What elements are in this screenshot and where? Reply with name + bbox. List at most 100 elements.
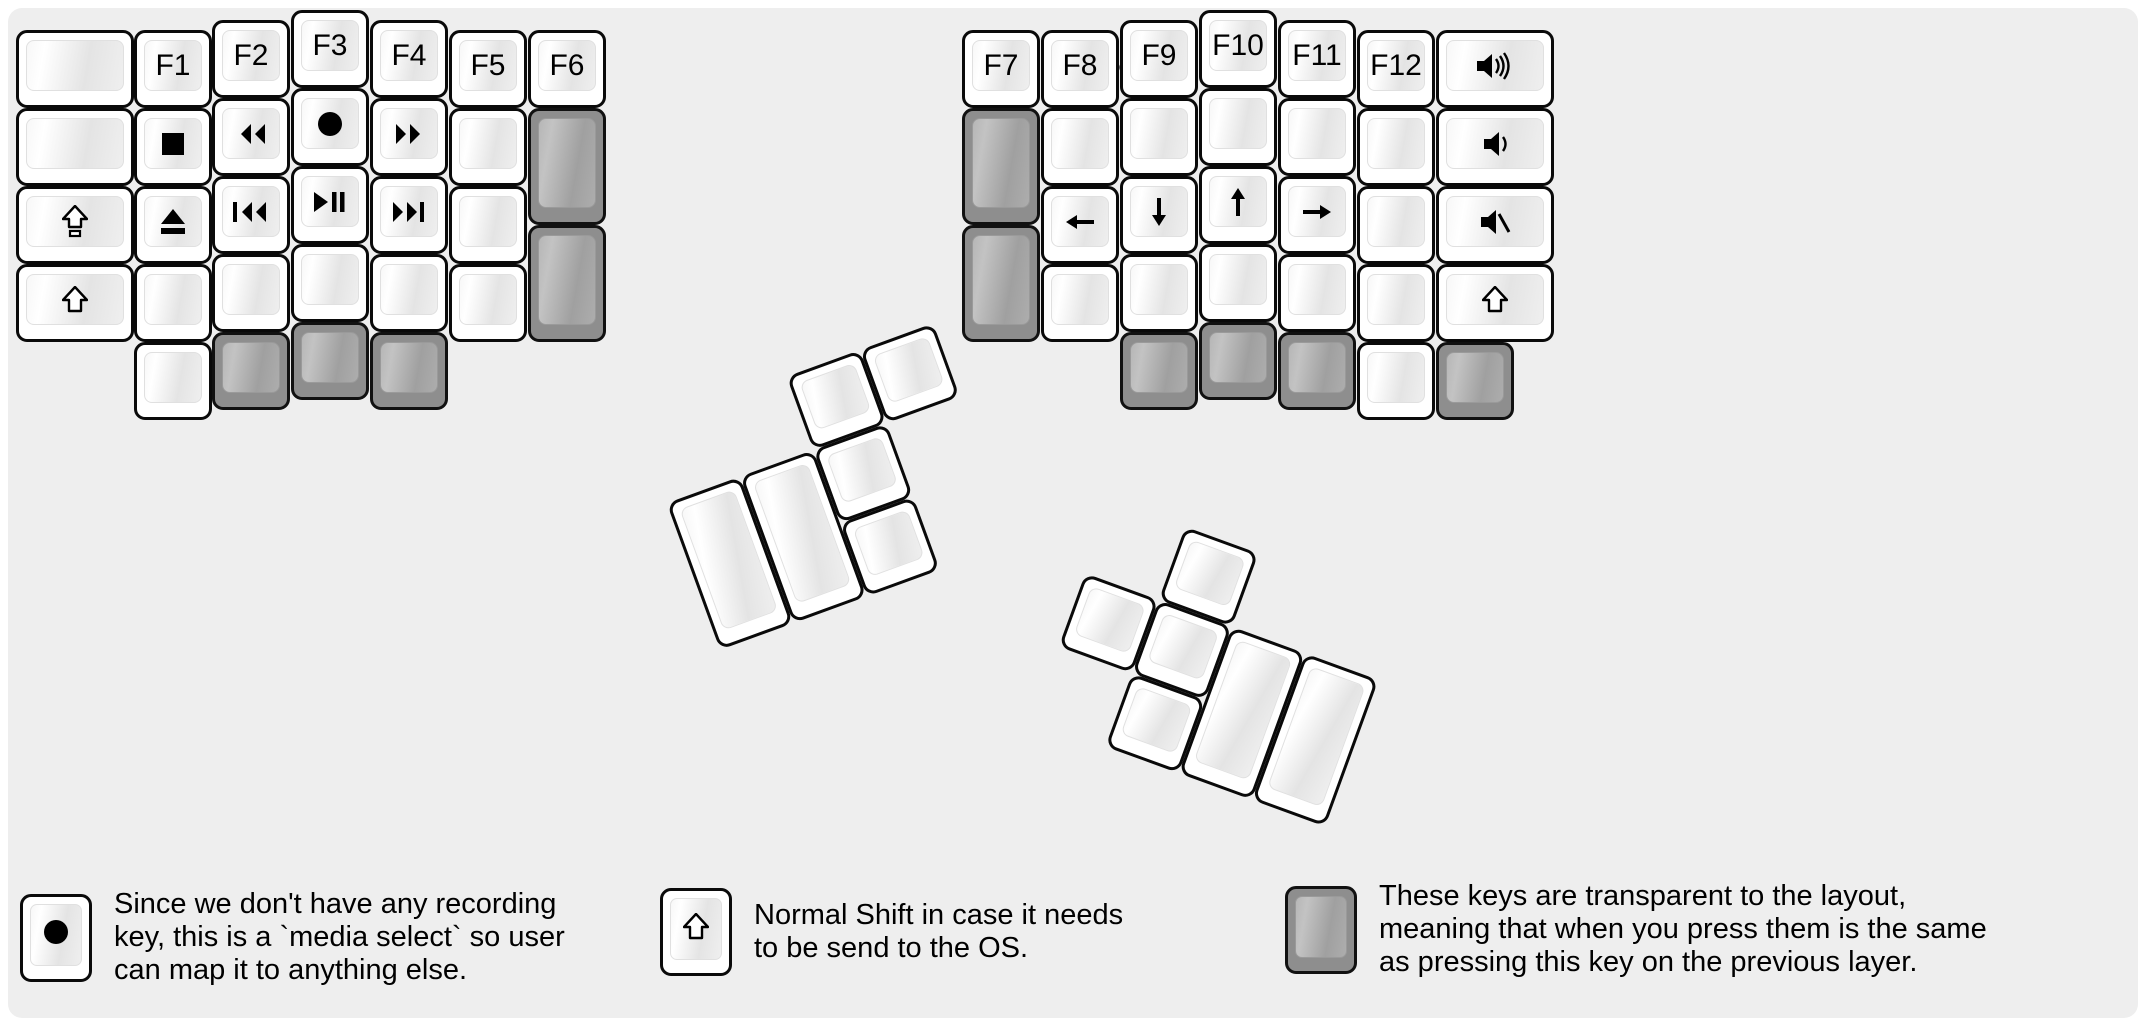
keycap-face	[1446, 40, 1544, 91]
left-innermost-column-key-f6[interactable]: F6	[528, 30, 606, 108]
key-label: F9	[1141, 38, 1177, 72]
right-outer-column-key-blank[interactable]	[1357, 264, 1435, 342]
right-pinky-column-key-blank[interactable]	[1278, 254, 1356, 332]
keycap-face	[1209, 254, 1267, 305]
left-middle-column-key-media-record[interactable]	[291, 88, 369, 166]
keycap-face	[1051, 118, 1109, 169]
left-ring-column-key-f2[interactable]: F2	[212, 20, 290, 98]
right-inner-column-key-transparent[interactable]	[962, 108, 1040, 225]
right-ring-column-key-arrow-up[interactable]	[1199, 166, 1277, 244]
right-outer-column-key-blank[interactable]	[1357, 342, 1435, 420]
keycap-face: F8	[1051, 40, 1109, 91]
right-index-column-key-arrow-left[interactable]	[1041, 186, 1119, 264]
right-middle-column-key-blank[interactable]	[1120, 254, 1198, 332]
left-outer-column-key-blank[interactable]	[16, 30, 134, 108]
right-outer-column-key-f12[interactable]: F12	[1357, 30, 1435, 108]
right-middle-column-key-arrow-down[interactable]	[1120, 176, 1198, 254]
left-outer-column-key-shift-caps-arrow[interactable]	[16, 186, 134, 264]
right-ring-column-key-f10[interactable]: F10	[1199, 10, 1277, 88]
left-outer-column-key-shift-arrow[interactable]	[16, 264, 134, 342]
keycap-face	[144, 196, 202, 247]
left-innermost-column-key-transparent[interactable]	[528, 225, 606, 342]
right-index-column-key-f8[interactable]: F8	[1041, 30, 1119, 108]
key-label: F6	[549, 48, 585, 82]
left-pinky-column-key-media-eject[interactable]	[134, 186, 212, 264]
keycap-face	[972, 118, 1030, 208]
left-inner-column-key-blank[interactable]	[449, 186, 527, 264]
left-index-column-key-transparent[interactable]	[370, 332, 448, 410]
right-middle-column-key-f9[interactable]: F9	[1120, 20, 1198, 98]
right-middle-column-key-transparent[interactable]	[1120, 332, 1198, 410]
right-outermost-column-key-volume-down[interactable]	[1436, 108, 1554, 186]
left-ring-column-key-transparent[interactable]	[212, 332, 290, 410]
key-label: F11	[1292, 38, 1342, 72]
keycap-face	[301, 332, 359, 383]
right-inner-column-key-f7[interactable]: F7	[962, 30, 1040, 108]
right-outermost-column-key-shift-arrow[interactable]	[1436, 264, 1554, 342]
keycap-face	[1051, 274, 1109, 325]
right-pinky-column-key-arrow-right[interactable]	[1278, 176, 1356, 254]
left-outer-column-key-blank[interactable]	[16, 108, 134, 186]
left-pinky-column-key-f1[interactable]: F1	[134, 30, 212, 108]
keycap-face	[380, 264, 438, 315]
shift-arrow-icon	[682, 912, 710, 945]
right-outermost-column-key-volume-up[interactable]	[1436, 30, 1554, 108]
left-index-column-key-media-fastforward[interactable]	[370, 98, 448, 176]
right-outer-column-key-blank[interactable]	[1357, 108, 1435, 186]
right-outermost-column-key-transparent[interactable]	[1436, 342, 1514, 420]
legend-item-3: These keys are transparent to the layout…	[1285, 880, 1987, 979]
right-pinky-column-key-transparent[interactable]	[1278, 332, 1356, 410]
key-label: F4	[391, 38, 427, 72]
media-record-icon	[316, 110, 344, 138]
left-pinky-column-key-blank[interactable]	[134, 342, 212, 420]
left-middle-column-key-f3[interactable]: F3	[291, 10, 369, 88]
keycap-face	[1288, 264, 1346, 315]
keycap-face	[1173, 539, 1246, 608]
left-index-column-key-f4[interactable]: F4	[370, 20, 448, 98]
right-outermost-column-key-volume-mute[interactable]	[1436, 186, 1554, 264]
left-middle-column-key-blank[interactable]	[291, 244, 369, 322]
legend-key-swatch	[1285, 885, 1357, 974]
right-index-column-key-blank[interactable]	[1041, 264, 1119, 342]
media-eject-icon	[159, 207, 187, 236]
right-pinky-column-key-f11[interactable]: F11	[1278, 20, 1356, 98]
legend-description: These keys are transparent to the layout…	[1379, 880, 1987, 979]
key-label: F3	[312, 28, 348, 62]
right-ring-column-key-transparent[interactable]	[1199, 322, 1277, 400]
right-ring-column-key-blank[interactable]	[1199, 88, 1277, 166]
right-index-column-key-blank[interactable]	[1041, 108, 1119, 186]
left-inner-column-key-blank[interactable]	[449, 108, 527, 186]
keycap-face	[459, 196, 517, 247]
media-stop-icon	[159, 130, 187, 158]
left-ring-column-key-media-prev[interactable]	[212, 176, 290, 254]
keycap-face	[1446, 274, 1544, 325]
keycap-face	[1446, 196, 1544, 247]
keycap-face	[1051, 196, 1109, 247]
left-innermost-column-key-transparent[interactable]	[528, 108, 606, 225]
right-inner-column-key-transparent[interactable]	[962, 225, 1040, 342]
left-pinky-column-key-blank[interactable]	[134, 264, 212, 342]
left-ring-column-key-media-rewind[interactable]	[212, 98, 290, 176]
right-outer-column-key-blank[interactable]	[1357, 186, 1435, 264]
keycap-face	[1130, 186, 1188, 237]
keycap-face	[144, 352, 202, 403]
right-pinky-column-key-blank[interactable]	[1278, 98, 1356, 176]
keycap-face: F11	[1288, 30, 1346, 81]
right-ring-column-key-blank[interactable]	[1199, 244, 1277, 322]
left-inner-column-key-blank[interactable]	[449, 264, 527, 342]
keycap-face	[1147, 612, 1220, 681]
left-index-column-key-blank[interactable]	[370, 254, 448, 332]
legend-item-1: Since we don't have any recording key, t…	[20, 888, 565, 987]
left-pinky-column-key-media-stop[interactable]	[134, 108, 212, 186]
keycap-face: F2	[222, 30, 280, 81]
keycap-face: F6	[538, 40, 596, 91]
right-middle-column-key-blank[interactable]	[1120, 98, 1198, 176]
volume-up-icon	[1475, 51, 1515, 80]
left-ring-column-key-blank[interactable]	[212, 254, 290, 332]
key-label: F7	[983, 48, 1019, 82]
keycap-face	[26, 118, 124, 169]
left-index-column-key-media-next[interactable]	[370, 176, 448, 254]
left-middle-column-key-media-playpause[interactable]	[291, 166, 369, 244]
left-inner-column-key-f5[interactable]: F5	[449, 30, 527, 108]
left-middle-column-key-transparent[interactable]	[291, 322, 369, 400]
